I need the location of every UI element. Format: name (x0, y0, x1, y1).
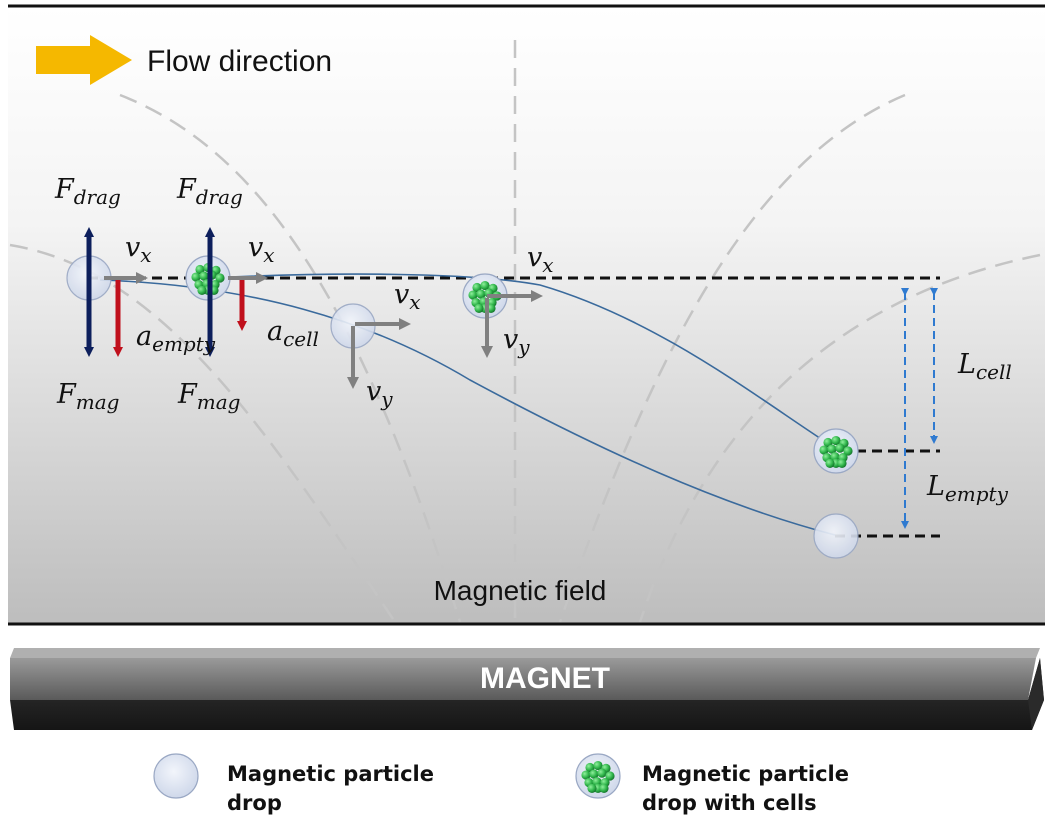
cell-cluster (819, 435, 853, 468)
legend: Magnetic particle drop Magnetic particle… (153, 753, 849, 815)
cell-dot (825, 458, 835, 468)
cell-dot (597, 768, 607, 778)
cell-dot (581, 770, 591, 780)
cell-dot (831, 435, 841, 446)
cell-dot (587, 783, 597, 793)
cell-dot (474, 303, 484, 313)
cell-dot (468, 290, 478, 300)
cell-dot (835, 443, 845, 453)
f-mag-label-empty: Fmag (56, 379, 119, 414)
legend-empty-drop-label-2: drop (227, 791, 282, 815)
magnetic-field-label: Magnetic field (434, 575, 607, 606)
vx-label-empty-mid: vx (394, 279, 421, 314)
legend-empty-drop-icon (153, 753, 199, 799)
l-empty-label: Lempty (926, 471, 1009, 506)
field-lines (9, 40, 1041, 623)
cell-dot (827, 444, 837, 454)
vx-label-empty-start: vx (125, 232, 152, 267)
cell-drop-mid (462, 273, 508, 319)
trajectories (99, 273, 836, 536)
trajectory-empty (99, 279, 836, 536)
l-cell-label: Lcell (957, 349, 1012, 384)
cell-dot (585, 762, 595, 773)
cell-dot (605, 771, 615, 781)
a-cell-label: acell (267, 316, 319, 351)
magnet-bar: MAGNET (10, 648, 1044, 730)
f-drag-label-empty: Fdrag (54, 174, 121, 209)
empty-drop-end (813, 513, 859, 559)
cell-dot (819, 445, 829, 455)
vx-label-cell-start: vx (248, 232, 275, 267)
vx-label-cell-mid: vx (527, 242, 554, 277)
cell-dot (472, 282, 482, 293)
cell-dot (197, 285, 207, 295)
legend-cell-drop-icon (575, 753, 621, 799)
cell-dot (593, 760, 603, 771)
cell-dot (480, 280, 490, 291)
cell-dot (843, 446, 853, 456)
f-mag-label-cell: Fmag (177, 379, 240, 414)
magnet-label: MAGNET (480, 662, 610, 695)
f-drag-label-cell: Fdrag (176, 174, 243, 209)
flow-arrow-icon (36, 35, 132, 85)
cell-dot (589, 769, 599, 779)
cell-dot (199, 271, 209, 281)
cell-dot (837, 458, 847, 468)
vy-label-empty-mid: vy (366, 376, 393, 411)
cell-dot (823, 437, 833, 448)
legend-cell-drop-label-2: drop with cells (642, 791, 817, 815)
trajectory-cell (209, 273, 836, 449)
cell-dot (215, 273, 225, 283)
legend-empty-drop-label: Magnetic particle (227, 762, 434, 786)
flow-direction-indicator: Flow direction (36, 35, 332, 85)
legend-cell-drop-label: Magnetic particle (642, 762, 849, 786)
cell-drop-end (813, 428, 859, 474)
vy-label-cell-mid: vy (503, 324, 530, 359)
cell-dot (191, 272, 201, 282)
cell-dot (476, 289, 486, 299)
a-empty-label: aempty (136, 321, 216, 356)
flow-direction-label: Flow direction (147, 45, 332, 78)
cell-dot (599, 783, 609, 793)
channel-background (8, 6, 1045, 625)
cell-dot (195, 264, 205, 275)
